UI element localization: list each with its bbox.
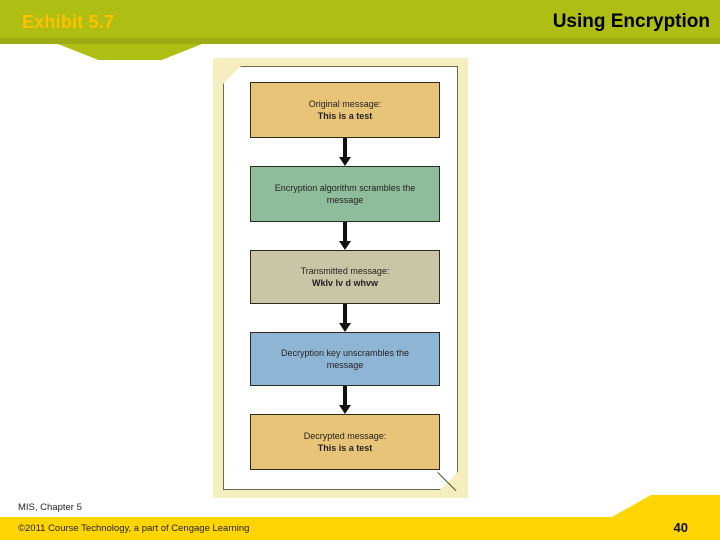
arrow-head-icon (339, 157, 351, 166)
flow-step-transmitted-message: Transmitted message: Wklv lv d whvw (250, 250, 440, 304)
exhibit-label: Exhibit 5.7 (22, 12, 115, 32)
flow-arrow-4 (250, 386, 440, 414)
page-title: Using Encryption (552, 11, 710, 32)
footer-page-tab (612, 495, 720, 517)
arrow-head-icon (339, 323, 351, 332)
flow-step-label-line2: This is a test (317, 443, 373, 453)
flow-step-label-line2: Wklv lv d whvw (311, 278, 378, 288)
flow-step-decrypted-message: Decrypted message: This is a test (250, 414, 440, 470)
footer-copyright: ©2011 Course Technology, a part of Cenga… (18, 523, 250, 534)
arrow-shaft (343, 386, 347, 407)
arrow-shaft (343, 304, 347, 325)
flow-step-original-message: Original message: This is a test (250, 82, 440, 138)
flow-step-label-line2: message (326, 360, 364, 370)
flow-step-label-line1: Original message: (308, 98, 382, 109)
arrow-shaft (343, 138, 347, 159)
flow-step-label-line1: Decrypted message: (303, 430, 387, 441)
flow-step-encryption-algorithm: Encryption algorithm scrambles the messa… (250, 166, 440, 222)
header-band (0, 0, 720, 44)
flow-arrow-3 (250, 304, 440, 332)
page-number: 40 (673, 520, 688, 535)
flow-step-decryption-key: Decryption key unscrambles the message (250, 332, 440, 386)
flow-arrow-1 (250, 138, 440, 166)
encryption-flowchart: Original message: This is a test Encrypt… (250, 82, 440, 470)
header-tab-notch (58, 44, 202, 60)
footer-bar (0, 517, 720, 540)
flow-step-label-line1: Decryption key unscrambles the (280, 347, 410, 358)
flow-step-label-line2: message (326, 195, 364, 205)
header-band-shadow (0, 38, 720, 44)
arrow-shaft (343, 222, 347, 243)
flow-step-label-line1: Transmitted message: (300, 265, 390, 276)
footer-course-label: MIS, Chapter 5 (18, 502, 82, 513)
flow-step-label-line2: This is a test (317, 111, 373, 121)
flow-step-label-line1: Encryption algorithm scrambles the (274, 182, 416, 193)
arrow-head-icon (339, 405, 351, 414)
flow-arrow-2 (250, 222, 440, 250)
arrow-head-icon (339, 241, 351, 250)
